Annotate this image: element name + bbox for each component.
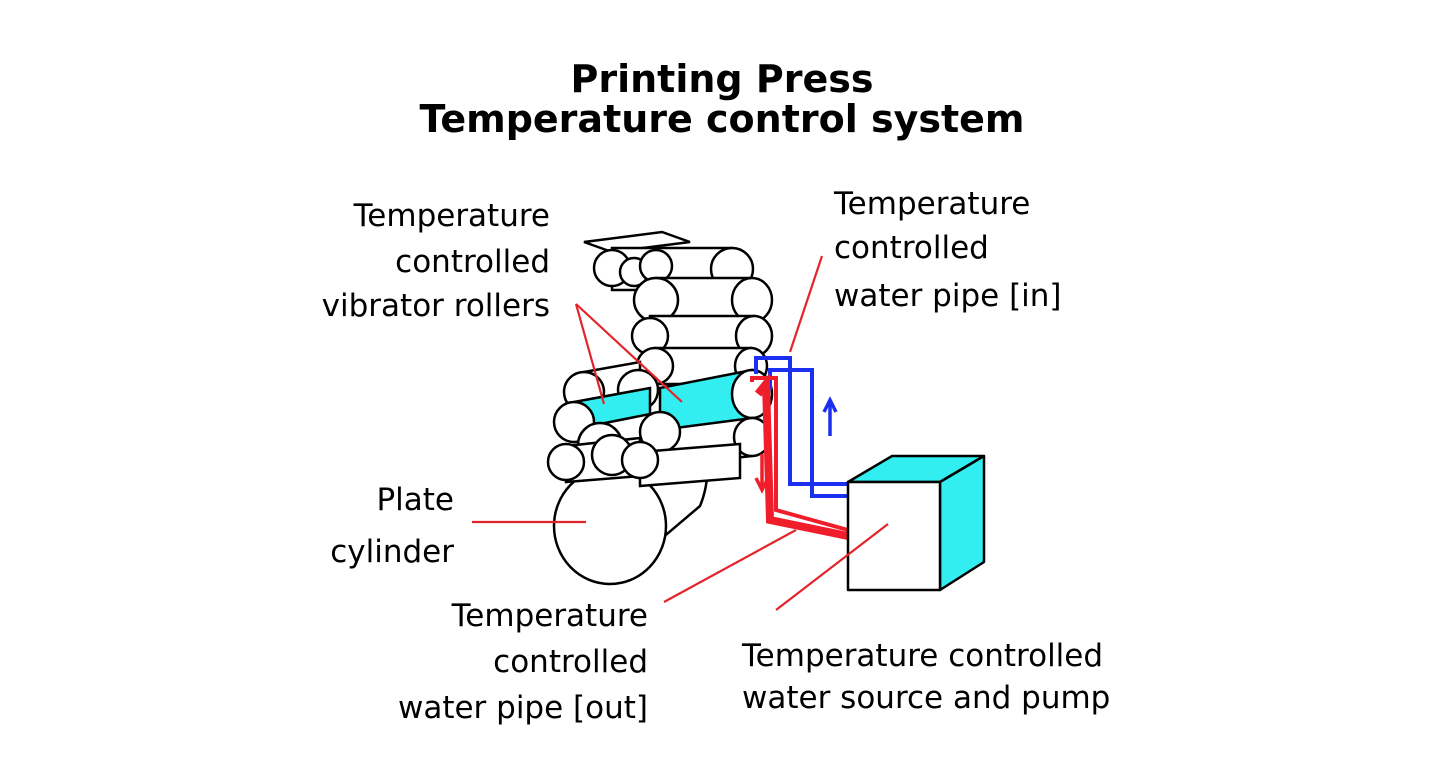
label-vibrator-rollers: Temperature controlled vibrator rollers bbox=[322, 198, 550, 324]
water-pipe-out bbox=[750, 372, 849, 540]
label-pipe-in-2: controlled bbox=[834, 230, 989, 266]
label-vibrator-rollers-2: controlled bbox=[395, 244, 550, 280]
leader-lines bbox=[472, 255, 889, 611]
label-pipe-in: Temperature controlled water pipe [in] bbox=[833, 186, 1062, 314]
title-line-2: Temperature control system bbox=[419, 97, 1024, 141]
label-pump: Temperature controlled water source and … bbox=[741, 638, 1110, 716]
title-line-1: Printing Press bbox=[571, 57, 874, 101]
label-pipe-out-1: Temperature bbox=[451, 598, 648, 634]
label-pipe-in-3: water pipe [in] bbox=[834, 278, 1062, 314]
label-plate-cylinder-2: cylinder bbox=[330, 534, 454, 570]
label-pipe-out-3: water pipe [out] bbox=[398, 690, 648, 726]
top-tray bbox=[583, 230, 691, 254]
roller-stack bbox=[546, 230, 774, 488]
label-vibrator-rollers-1: Temperature bbox=[353, 198, 550, 234]
label-plate-cylinder-1: Plate bbox=[376, 482, 454, 518]
label-pipe-in-1: Temperature bbox=[833, 186, 1030, 222]
pump-box bbox=[846, 454, 986, 592]
label-pipe-out-2: controlled bbox=[493, 644, 648, 680]
flow-arrow-down bbox=[754, 454, 770, 494]
label-plate-cylinder: Plate cylinder bbox=[330, 482, 454, 570]
flow-arrow-up bbox=[822, 396, 838, 436]
label-pump-1: Temperature controlled bbox=[741, 638, 1103, 674]
label-pump-2: water source and pump bbox=[742, 680, 1110, 716]
label-vibrator-rollers-3: vibrator rollers bbox=[322, 288, 550, 324]
label-pipe-out: Temperature controlled water pipe [out] bbox=[398, 598, 648, 726]
